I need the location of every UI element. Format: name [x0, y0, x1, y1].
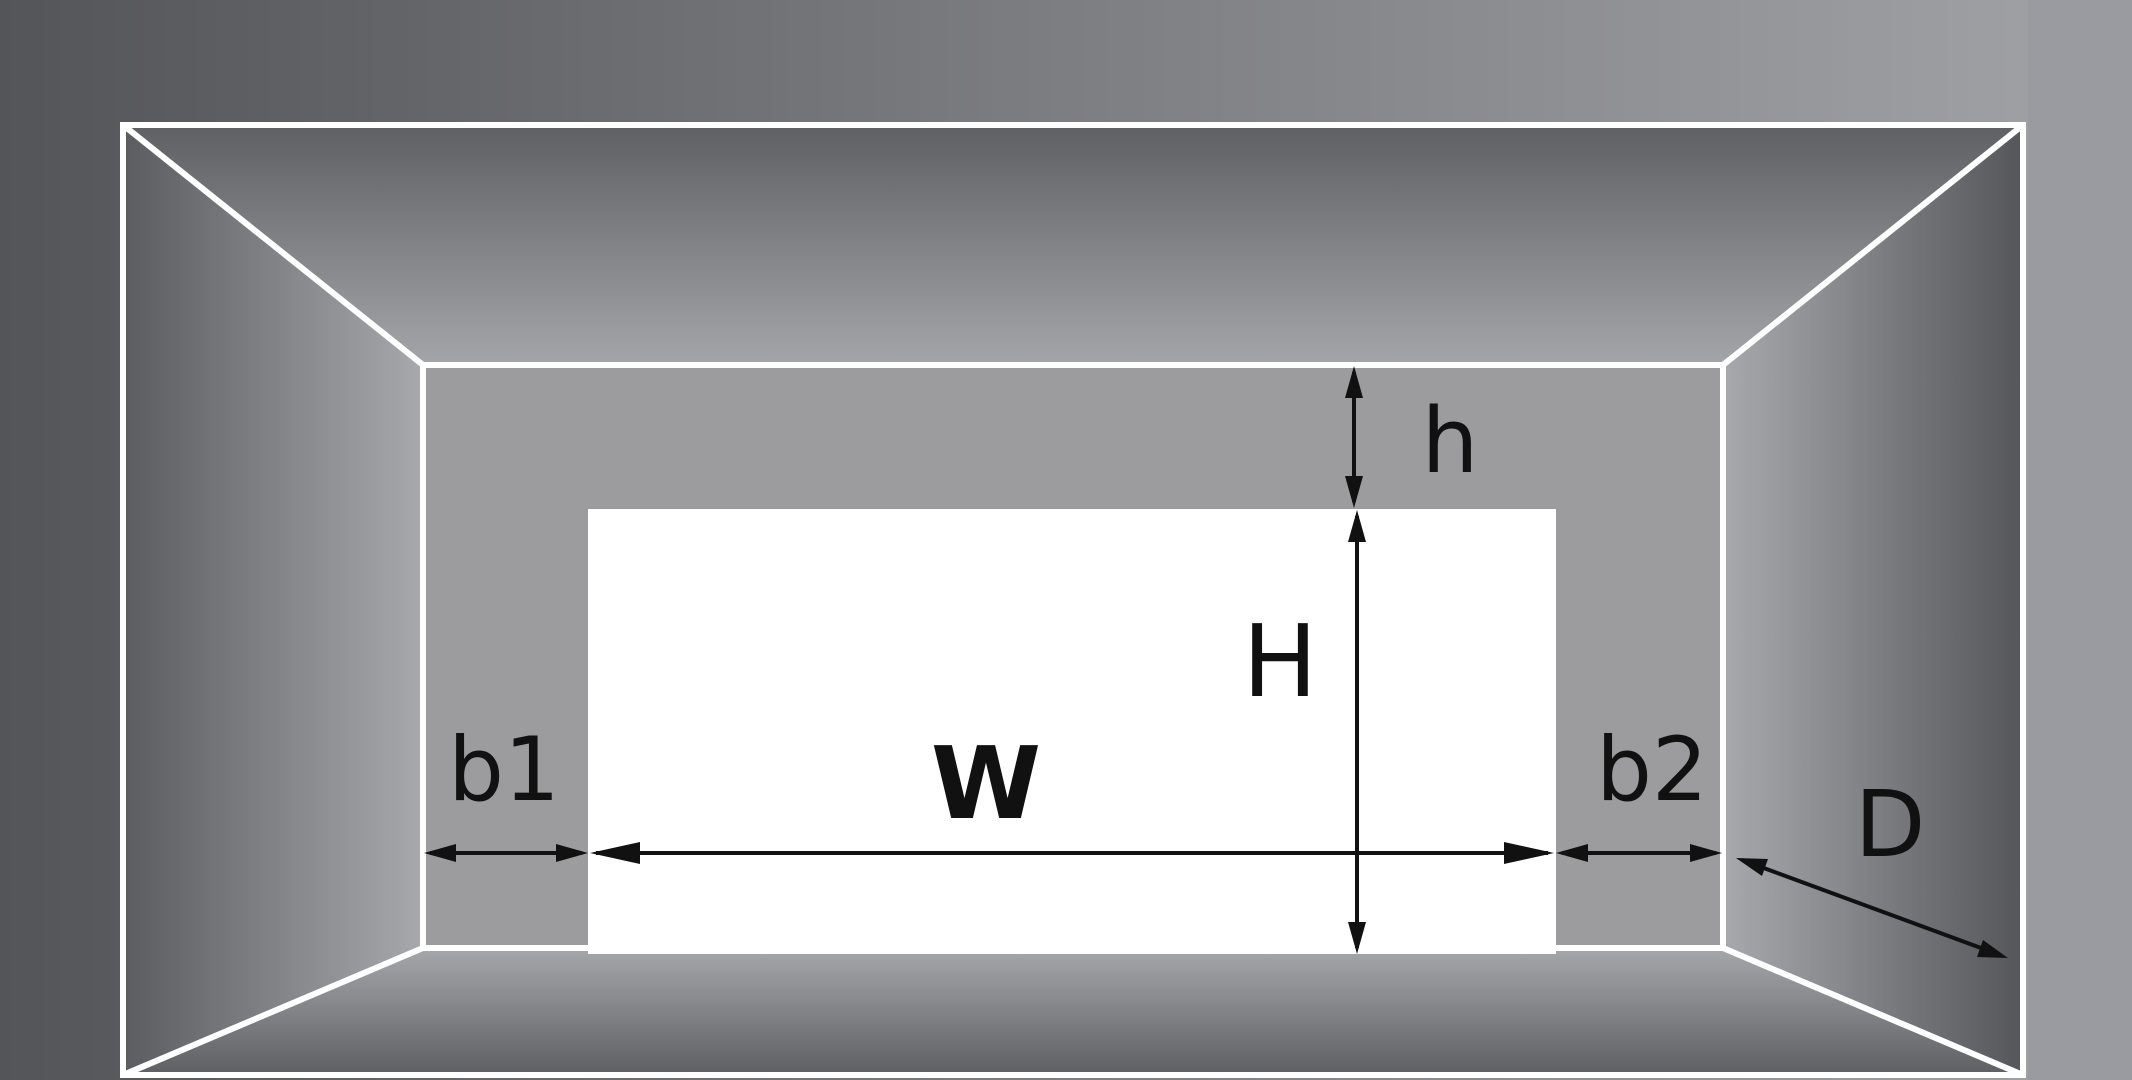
- left-wall-panel: [123, 125, 423, 1075]
- right-wall-panel: [1723, 125, 2023, 1075]
- dimension-b2: [1556, 844, 1722, 862]
- floor-panel: [123, 948, 2023, 1075]
- back-wall-outline: [420, 362, 1726, 951]
- edge-top-left: [121, 122, 425, 368]
- label-h: h: [1421, 389, 1478, 494]
- edge-top-right: [1721, 122, 2025, 368]
- dimension-H: [1348, 510, 1366, 954]
- dimension-b1: [424, 844, 588, 862]
- edge-bottom-right: [1721, 945, 2025, 1078]
- dimension-W: [590, 842, 1554, 864]
- dimension-h: [1345, 366, 1363, 508]
- door-opening: [588, 509, 1556, 954]
- label-H: H: [1242, 603, 1317, 720]
- label-b2: b2: [1596, 718, 1708, 821]
- label-D: D: [1855, 771, 1926, 878]
- label-b1: b1: [448, 718, 560, 821]
- ceiling-panel: [123, 125, 2023, 365]
- edge-bottom-left: [121, 945, 425, 1078]
- dimension-D: [1736, 858, 2008, 958]
- outer-frame-outline: [120, 122, 2026, 1078]
- label-W: W: [931, 725, 1041, 842]
- background-right-edge: [2028, 0, 2132, 1080]
